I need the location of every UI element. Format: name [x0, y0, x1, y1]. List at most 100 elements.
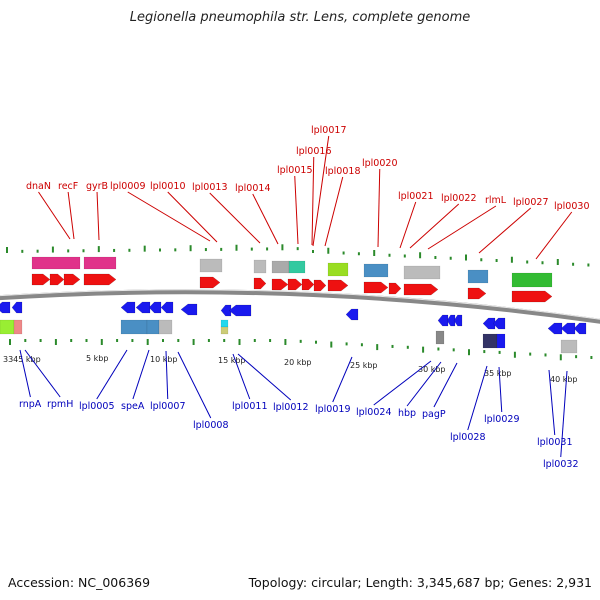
ruler-tick-bottom: [207, 339, 210, 342]
ruler-tick-bottom: [452, 348, 455, 352]
gene-label-lpl0021: lpl0021: [398, 191, 434, 202]
backbone-highlight: [0, 289, 600, 320]
ruler-tick-top: [556, 259, 559, 265]
ruler-tick-bottom: [24, 339, 27, 342]
leader-line-bottom: [237, 353, 292, 401]
ruler-tick-top: [21, 249, 24, 253]
reverse-gene-arrow: [560, 322, 576, 335]
ruler-tick-top: [189, 245, 192, 252]
feature-box: [83, 256, 117, 270]
forward-gene-arrow: [363, 281, 389, 294]
feature-box: [271, 260, 290, 274]
reverse-gene-arrow: [180, 303, 198, 316]
ruler-tick-top: [373, 250, 376, 256]
gene-label-lpl0032: lpl0032: [543, 459, 579, 470]
leader-line-bottom: [433, 362, 458, 408]
leader-line-top: [252, 193, 279, 245]
feature-box: [253, 259, 267, 274]
reverse-gene-arrow: [547, 322, 563, 335]
forward-gene-arrow: [301, 278, 315, 291]
ruler-tick-top: [266, 247, 269, 251]
feature-box: [120, 319, 148, 335]
gene-label-lpl0018: lpl0018: [325, 166, 361, 177]
feature-box: [496, 333, 506, 349]
gene-label-lpl0007: lpl0007: [150, 401, 186, 412]
gene-label-spea: speA: [121, 401, 145, 412]
leader-line-bottom: [132, 349, 150, 400]
ruler-label: 15 kbp: [218, 356, 246, 365]
ruler-tick-bottom: [483, 350, 486, 354]
ruler-label: 5 kbp: [86, 354, 108, 363]
forward-gene-arrow: [511, 290, 553, 303]
gene-label-rpmh: rpmH: [47, 399, 73, 410]
ruler-tick-bottom: [360, 343, 363, 347]
ruler-tick-top: [36, 249, 39, 253]
gene-label-lpl0015: lpl0015: [277, 165, 313, 176]
reverse-gene-arrow: [148, 301, 162, 314]
ruler-tick-bottom: [376, 344, 379, 351]
reverse-gene-arrow: [135, 301, 151, 314]
leader-line-top: [96, 191, 100, 241]
ruler-tick-top: [419, 252, 422, 259]
forward-gene-arrow: [313, 279, 327, 292]
ruler-tick-top: [526, 260, 529, 264]
ruler-tick-top: [174, 248, 177, 252]
feature-box: [363, 263, 389, 278]
ruler-tick-bottom: [39, 339, 42, 342]
ruler-label: 20 kbp: [284, 358, 312, 367]
reverse-gene-arrow: [11, 301, 23, 314]
ruler-tick-top: [235, 244, 238, 251]
ruler-tick-bottom: [330, 341, 333, 348]
leader-line-top: [312, 135, 330, 247]
feature-box: [288, 260, 306, 274]
ruler-tick-bottom: [223, 339, 226, 342]
gene-label-lpl0028: lpl0028: [450, 432, 486, 443]
feature-box: [0, 319, 15, 335]
ruler-tick-bottom: [70, 339, 73, 342]
leader-line-bottom: [406, 361, 442, 407]
leader-line-bottom: [548, 369, 556, 436]
gene-label-lpl0020: lpl0020: [362, 158, 398, 169]
ruler-tick-bottom: [315, 340, 317, 344]
ruler-tick-top: [97, 246, 100, 253]
ruler-tick-top: [480, 258, 483, 262]
gene-label-lpl0016: lpl0016: [296, 146, 332, 157]
forward-gene-arrow: [31, 273, 51, 286]
ruler-tick-top: [51, 246, 54, 253]
ruler-tick-top: [128, 248, 131, 252]
ruler-tick-top: [220, 247, 223, 251]
leader-line-top: [427, 205, 497, 250]
forward-gene-arrow: [253, 277, 267, 290]
gene-label-lpl0012: lpl0012: [273, 402, 309, 413]
ruler-tick-top: [327, 247, 330, 254]
ruler-tick-bottom: [284, 339, 287, 345]
ruler-tick-bottom: [269, 339, 272, 342]
ruler-label: 30 kbp: [418, 365, 446, 374]
forward-gene-arrow: [287, 278, 303, 291]
leader-line-top: [478, 207, 532, 254]
forward-gene-arrow: [467, 287, 487, 300]
gene-label-lpl0022: lpl0022: [441, 193, 477, 204]
feature-box: [31, 256, 81, 270]
topology-text: Topology: circular; Length: 3,345,687 bp…: [248, 575, 592, 590]
ruler-tick-bottom: [85, 339, 88, 342]
reverse-gene-arrow: [160, 301, 174, 314]
ruler-label: 40 kbp: [550, 375, 578, 384]
ruler-tick-bottom: [544, 353, 547, 357]
gene-arrows: [0, 273, 587, 335]
gene-label-lpl0027: lpl0027: [513, 197, 549, 208]
ruler-tick-top: [281, 244, 284, 251]
reverse-gene-arrow: [0, 301, 11, 314]
leader-line-top: [409, 203, 460, 249]
ruler-tick-top: [67, 249, 70, 253]
reverse-gene-arrow: [446, 314, 456, 327]
ruler-tick-bottom: [422, 346, 425, 353]
gene-label-rlml: rlmL: [485, 195, 507, 206]
ruler-tick-top: [449, 256, 452, 260]
ruler-tick-bottom: [437, 347, 440, 351]
ruler-tick-bottom: [559, 354, 562, 361]
ruler-tick-top: [572, 262, 575, 266]
forward-gene-arrow: [271, 278, 289, 291]
